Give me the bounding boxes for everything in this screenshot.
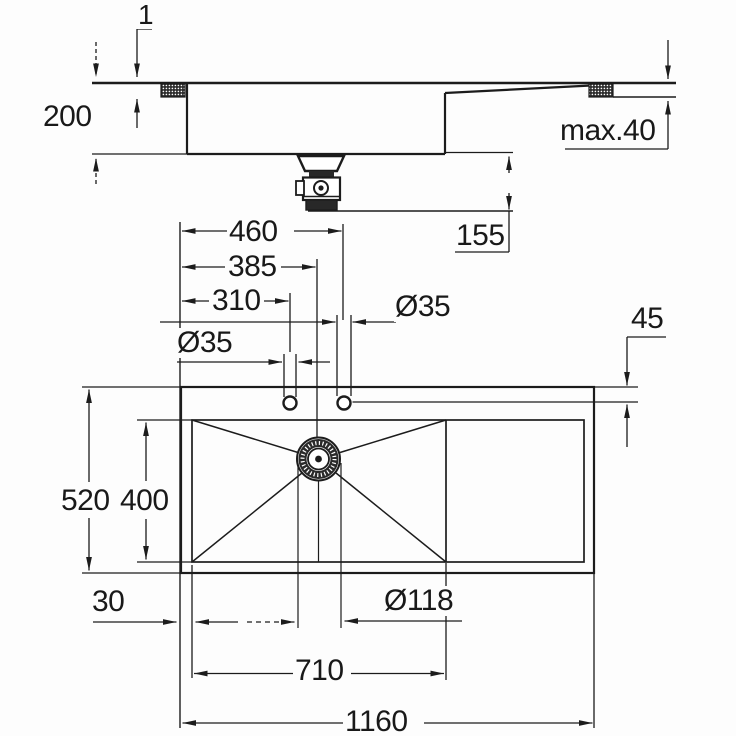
dim-label-bowl-710: 710 — [294, 654, 345, 687]
dim-label-rim-height: 1 — [137, 0, 155, 30]
dim-label-offset-460: 460 — [228, 215, 279, 248]
dim-label-dia35-left: Ø35 — [176, 326, 234, 359]
side-view-dimensions — [93, 28, 671, 253]
tap-hole-left — [282, 395, 298, 411]
side-view-profile — [92, 81, 676, 212]
dim-label-trap-155: 155 — [455, 219, 506, 252]
dim-label-depth-200: 200 — [42, 100, 93, 133]
dim-label-setback-45: 45 — [630, 302, 665, 335]
dim-label-overall-1160: 1160 — [344, 705, 409, 736]
right-mounting-clip — [588, 83, 614, 98]
dim-label-offset-310: 310 — [211, 284, 262, 317]
left-mounting-clip — [160, 83, 186, 98]
plan-view — [179, 385, 596, 575]
dim-label-depth-520: 520 — [60, 484, 111, 517]
dim-label-dia35-right: Ø35 — [394, 290, 452, 323]
dim-label-offset-385: 385 — [227, 250, 278, 283]
dim-label-depth-400: 400 — [119, 484, 170, 517]
drain-outlet — [296, 436, 341, 482]
dim-label-counter-max40: max.40 — [559, 114, 657, 147]
dim-label-drain-118: Ø118 — [383, 584, 455, 617]
tap-hole-right — [336, 395, 352, 411]
drain-trap — [295, 154, 346, 211]
plan-view-dimensions — [82, 386, 595, 728]
dim-label-margin-30: 30 — [91, 585, 126, 618]
